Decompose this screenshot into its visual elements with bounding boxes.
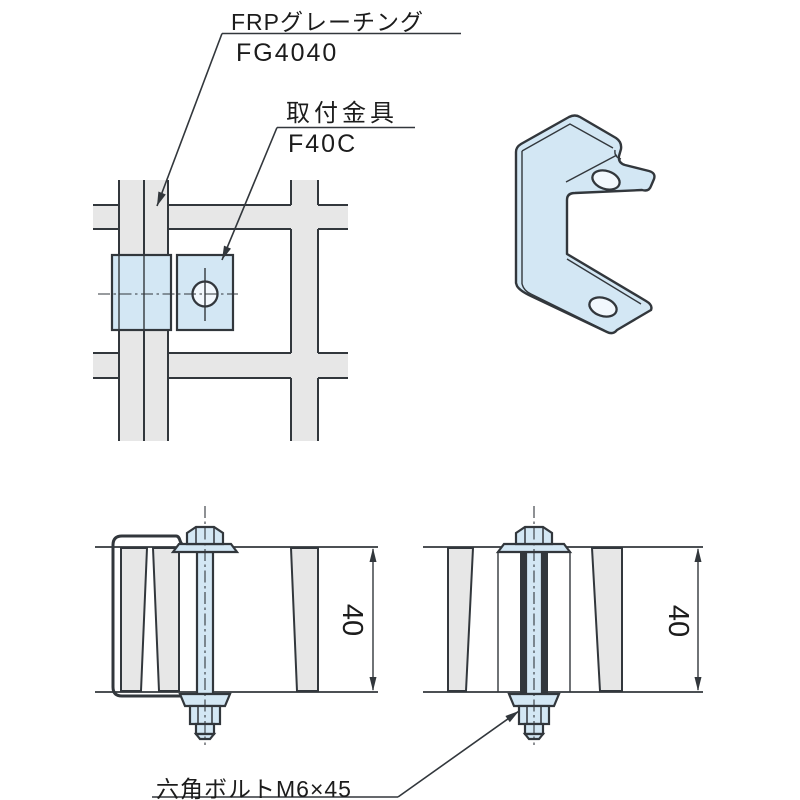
- bracket-top-hole: [591, 169, 621, 191]
- hex-bolt-left: [170, 506, 240, 745]
- dimension-left: [369, 548, 377, 691]
- callout-lines: [152, 32, 520, 798]
- dim-arrow-up-right: [694, 548, 702, 562]
- bracket-leader-line: [221, 127, 278, 261]
- callout-bracket-name: 取付金具: [286, 100, 398, 127]
- callout-grating-name: FRPグレーチング: [231, 9, 424, 35]
- bracket-plan-left-plate: [110, 253, 173, 332]
- callout-grating-model: FG4040: [236, 39, 339, 67]
- hex-bolt-right: [495, 506, 573, 745]
- bracket-bottom-hole: [588, 296, 618, 318]
- bracket-bend-lines: [521, 123, 642, 331]
- mounting-bracket-plan: [98, 253, 238, 332]
- bolt-washer: [495, 542, 573, 554]
- clip-side-edges: [497, 551, 571, 692]
- hex-head-facets: [195, 528, 215, 544]
- hex-nut-facets: [197, 707, 213, 723]
- dim-arrow-up-left: [369, 548, 377, 562]
- grating-bar-edges: [93, 180, 348, 441]
- callout-bracket-model: F40C: [288, 130, 358, 158]
- section-view-left: [95, 506, 378, 745]
- hex-head-facets: [524, 528, 544, 544]
- bolt-leader-line: [397, 710, 520, 798]
- bracket-leader-arrowhead: [222, 245, 231, 260]
- bearing-bars-left: [120, 547, 319, 692]
- dimension-right-value: 40: [662, 604, 695, 638]
- hex-nut-facets: [526, 707, 542, 723]
- dimension-right: [694, 548, 702, 691]
- grating-bar-horizontal-bottom: [93, 353, 348, 378]
- clip-section-left: [520, 550, 527, 693]
- grating-bar-horizontal-top: [93, 205, 348, 229]
- bracket-body: [514, 114, 656, 335]
- clamp-profile: [111, 534, 186, 698]
- isometric-bracket: [514, 114, 656, 335]
- grating-leader-line: [156, 33, 223, 207]
- plan-view: [93, 180, 348, 441]
- bearing-bars-right: [447, 547, 623, 692]
- bar-edges-through-bracket: [118, 256, 145, 329]
- dim-arrow-down-right: [694, 677, 702, 691]
- callout-bolt-label: 六角ボルトM6×45: [156, 776, 352, 800]
- clip-section-right: [541, 550, 548, 693]
- bolt-washer: [170, 542, 240, 554]
- bolt-leader-arrowhead: [505, 711, 519, 723]
- section-view-right: [423, 506, 703, 745]
- grating-leader-arrowhead: [157, 191, 166, 206]
- dimension-left-value: 40: [336, 603, 369, 637]
- dim-arrow-down-left: [369, 677, 377, 691]
